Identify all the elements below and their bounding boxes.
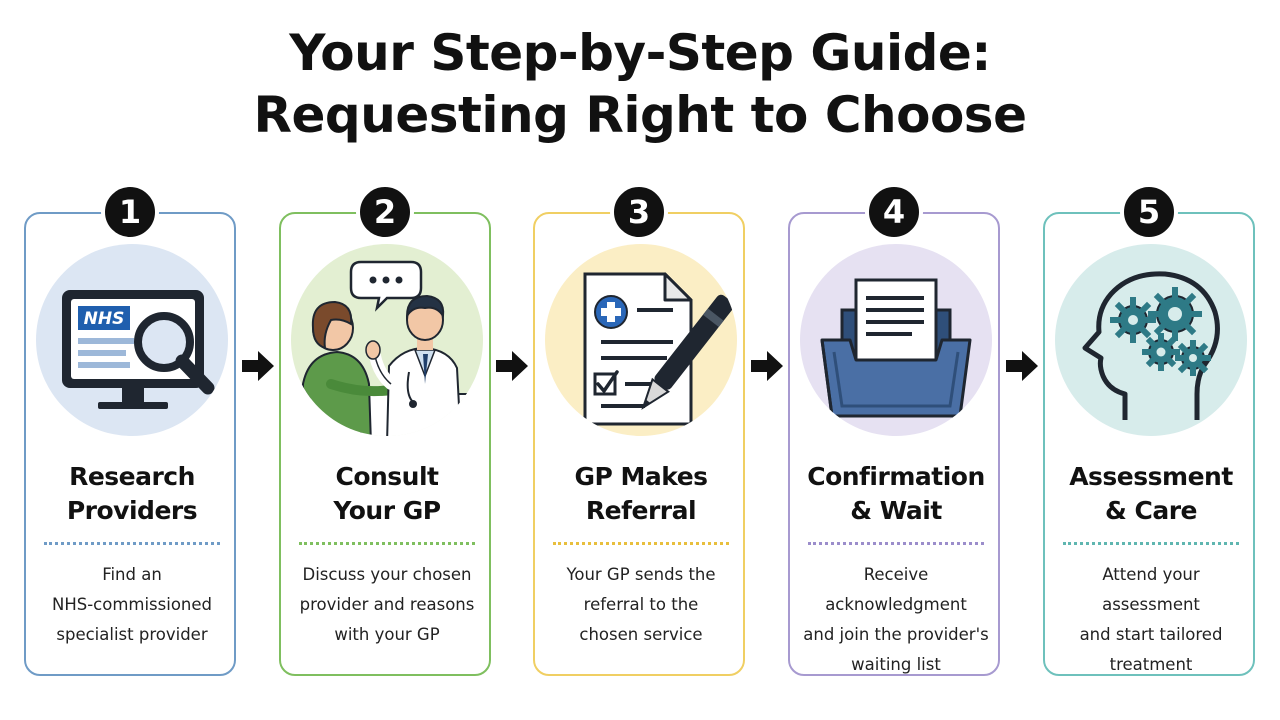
right-arrow-icon <box>496 351 528 381</box>
step-description-4: Receive acknowledgment and join the prov… <box>803 565 989 674</box>
page-title: Your Step-by-Step Guide: Requesting Righ… <box>0 22 1280 146</box>
step-card-3: GP Makes Referral Your GP sends the refe… <box>533 212 745 676</box>
step-description-5: Attend your assessment and start tailore… <box>1079 565 1223 674</box>
patient-doctor-icon <box>291 244 483 436</box>
step-description-1: Find an NHS-commissioned specialist prov… <box>51 565 213 644</box>
step-card-1: NHS Research Providers Find an NHS-commi… <box>24 212 236 676</box>
step-number-badge-2: 2 <box>356 183 414 241</box>
divider-dots <box>299 542 475 545</box>
divider-dots <box>808 542 984 545</box>
title-line-1: Your Step-by-Step Guide: <box>289 24 991 82</box>
right-arrow-icon <box>751 351 783 381</box>
step-description-3: Your GP sends the referral to the chosen… <box>566 565 716 644</box>
title-line-2: Requesting Right to Choose <box>253 86 1027 144</box>
step-card-2: Consult Your GP Discuss your chosen prov… <box>279 212 491 676</box>
step-number-badge-3: 3 <box>610 183 668 241</box>
step-number-badge-4: 4 <box>865 183 923 241</box>
step-number-badge-5: 5 <box>1120 183 1178 241</box>
inbox-tray-icon <box>800 244 992 436</box>
referral-document-pen-icon <box>545 244 737 436</box>
right-arrow-icon <box>242 351 274 381</box>
step-number-badge-1: 1 <box>101 183 159 241</box>
screen-nhs-label: NHS <box>84 309 125 329</box>
step-title-1: Research Providers <box>66 462 198 525</box>
divider-dots <box>553 542 729 545</box>
right-arrow-icon <box>1006 351 1038 381</box>
step-title-2: Consult Your GP <box>333 462 441 525</box>
step-title-5: Assessment & Care <box>1069 462 1233 525</box>
step-title-3: GP Makes Referral <box>574 462 708 525</box>
divider-dots <box>1063 542 1239 545</box>
step-title-4: Confirmation & Wait <box>807 462 985 525</box>
computer-magnifier-icon: NHS <box>36 244 228 436</box>
step-card-4: Confirmation & Wait Receive acknowledgme… <box>788 212 1000 676</box>
divider-dots <box>44 542 220 545</box>
head-gears-icon <box>1055 244 1247 436</box>
step-description-2: Discuss your chosen provider and reasons… <box>299 565 475 644</box>
step-card-5: Assessment & Care Attend your assessment… <box>1043 212 1255 676</box>
